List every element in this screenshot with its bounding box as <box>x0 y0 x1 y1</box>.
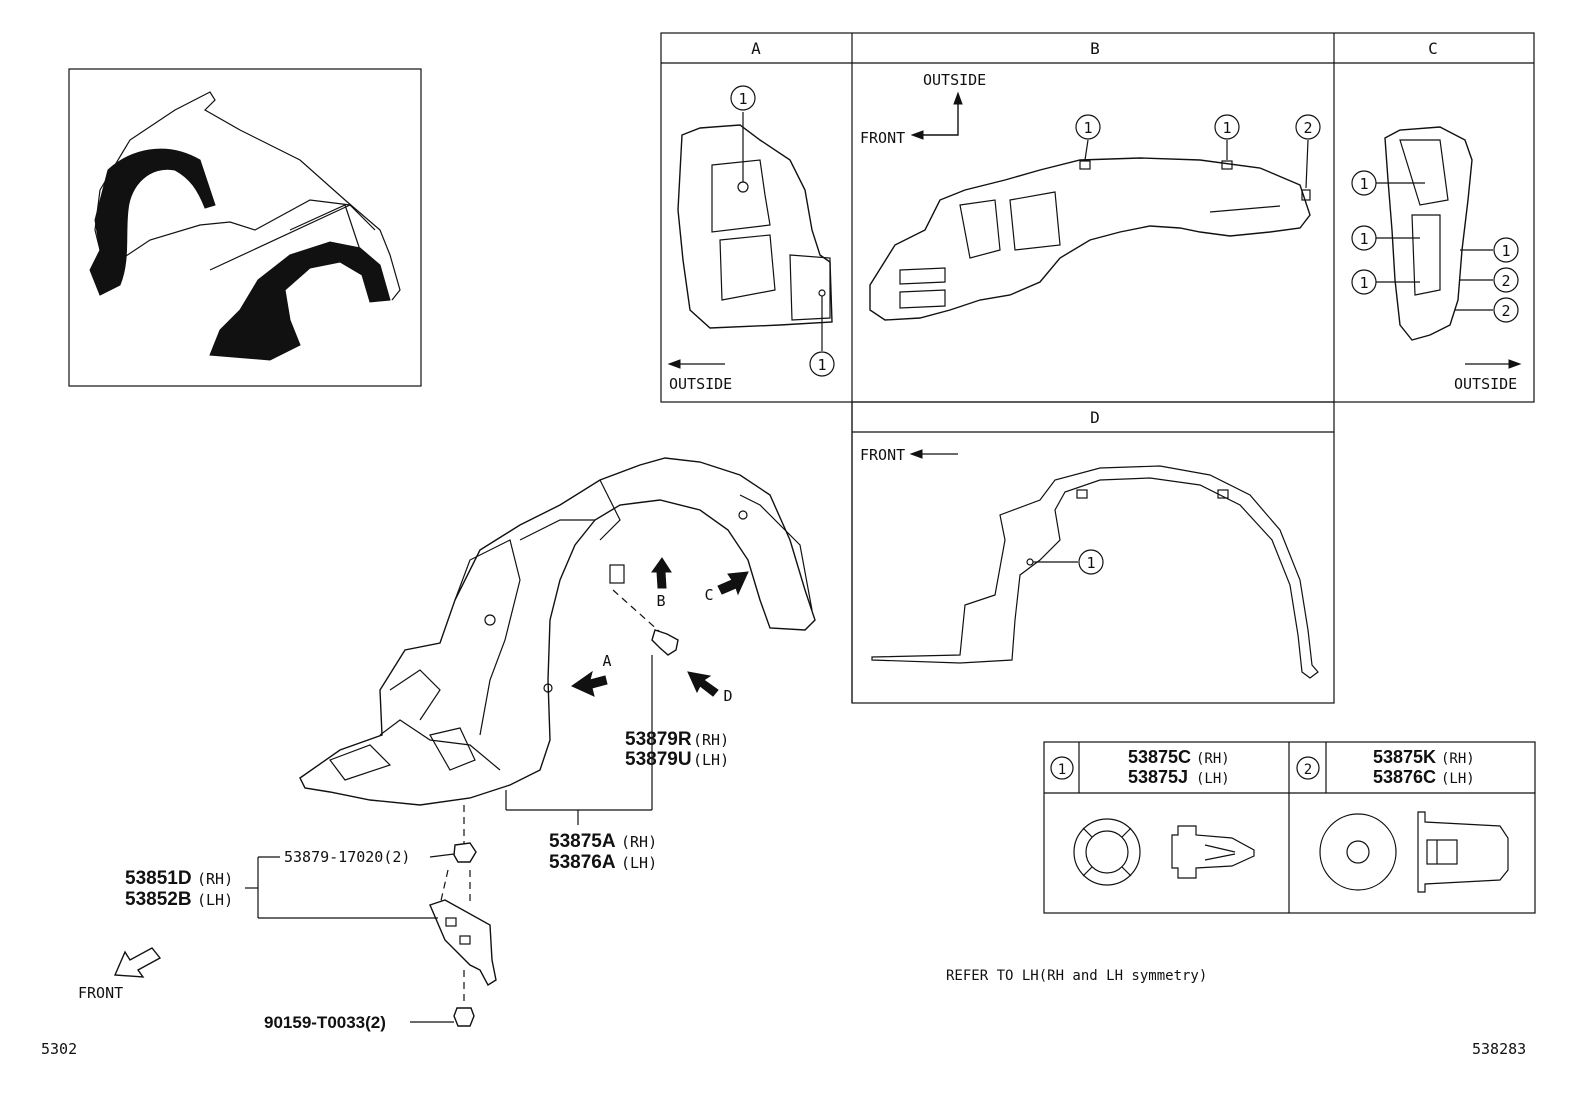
panel-b-outside-label: OUTSIDE <box>923 71 986 89</box>
fender-liner-body <box>299 457 816 806</box>
liner-rh-suffix: (RH) <box>621 833 657 851</box>
clip1-rh-suffix: (RH) <box>1196 751 1230 767</box>
clip2-rh-suffix: (RH) <box>1441 751 1475 767</box>
panel-a-outside-label: OUTSIDE <box>669 375 732 393</box>
panel-b-callout-mid <box>1214 114 1240 140</box>
seal-rh-part-number: 53879R <box>625 729 692 750</box>
view-arrow-a-label: A <box>602 652 611 670</box>
front-direction-label: FRONT <box>78 984 123 1002</box>
detail-panels-frame <box>660 32 1535 704</box>
screw-part-number: 90159-T0033(2) <box>264 1013 386 1032</box>
view-arrow-c <box>717 571 749 596</box>
panel-a-view <box>667 85 835 377</box>
bracket-lh-part-number: 53852B <box>125 889 192 910</box>
panel-b-label: B <box>1090 39 1100 58</box>
rear-liner-silhouette <box>209 241 391 361</box>
callout-2: 2 <box>1303 119 1312 137</box>
view-arrows <box>570 557 749 697</box>
callout-2: 2 <box>1304 762 1312 778</box>
panel-b-front-label: FRONT <box>860 129 905 147</box>
view-arrow-d-label: D <box>723 687 732 705</box>
clip-1-illustration <box>1073 818 1255 886</box>
callout-1: 1 <box>1359 274 1368 292</box>
liner-lh-part-number: 53876A <box>549 852 616 873</box>
clip1-rh-part-number: 53875C <box>1128 747 1191 767</box>
callout-1: 1 <box>738 90 747 108</box>
callout-1: 1 <box>1083 119 1092 137</box>
callout-1: 1 <box>1359 230 1368 248</box>
clip1-lh-suffix: (LH) <box>1196 771 1230 787</box>
screw <box>453 1007 475 1027</box>
panel-d-label: D <box>1090 408 1100 427</box>
view-arrow-b <box>651 557 672 589</box>
panel-b-callout-left <box>1075 114 1101 140</box>
page-id-left: 5302 <box>41 1040 77 1058</box>
callout-1: 1 <box>1359 175 1368 193</box>
clip-nut <box>453 842 477 863</box>
panel-c-view <box>1351 126 1522 369</box>
callout-1: 1 <box>1058 762 1066 778</box>
fastener-table <box>1043 741 1536 914</box>
panel-d-callout <box>1078 549 1104 575</box>
panel-d-view <box>871 449 1319 679</box>
panel-b-liner <box>869 157 1311 321</box>
panel-c-outside-label: OUTSIDE <box>1454 375 1517 393</box>
vehicle-overview-inset <box>68 68 422 387</box>
bracket-assembly <box>245 805 497 1027</box>
front-liner-silhouette <box>89 148 216 296</box>
bracket-lh-suffix: (LH) <box>197 891 233 909</box>
page-id-right: 538283 <box>1472 1040 1526 1058</box>
callout-1: 1 <box>1086 554 1095 572</box>
clip1-lh-part-number: 53875J <box>1128 767 1188 787</box>
panel-a-label: A <box>751 39 761 58</box>
seal-lh-suffix: (LH) <box>693 751 729 769</box>
bracket-rh-part-number: 53851D <box>125 868 192 889</box>
bracket <box>429 899 497 986</box>
panel-b-callout-right <box>1295 114 1321 140</box>
clip2-lh-suffix: (LH) <box>1441 771 1475 787</box>
symmetry-note: REFER TO LH(RH and LH symmetry) <box>946 968 1207 984</box>
panel-b-view <box>869 91 1321 321</box>
callout-1: 1 <box>1501 242 1510 260</box>
callout-1: 1 <box>817 356 826 374</box>
seal-lh-part-number: 53879U <box>625 749 692 770</box>
panel-a-callout-top <box>730 85 756 111</box>
callout-1: 1 <box>1222 119 1231 137</box>
clip-part-number: 53879-17020(2) <box>284 848 410 866</box>
view-arrow-a <box>570 670 608 697</box>
panel-d-liner <box>871 465 1319 679</box>
panel-c-liner <box>1384 126 1473 341</box>
panel-d-front-label: FRONT <box>860 446 905 464</box>
bracket-rh-suffix: (RH) <box>197 870 233 888</box>
view-arrow-b-label: B <box>656 592 665 610</box>
callout-2: 2 <box>1501 272 1510 290</box>
clip2-rh-part-number: 53875K <box>1373 747 1436 767</box>
panel-b-direction-arrows <box>922 95 959 136</box>
main-fender-liner <box>299 457 816 825</box>
front-direction-arrow <box>113 947 162 978</box>
seal-clip <box>651 629 679 656</box>
clip-2-illustration <box>1319 811 1509 893</box>
liner-rh-part-number: 53875A <box>549 831 616 852</box>
panel-a-callout-bottom <box>809 351 835 377</box>
panel-c-label: C <box>1428 39 1438 58</box>
liner-lh-suffix: (LH) <box>621 854 657 872</box>
callout-2: 2 <box>1501 302 1510 320</box>
view-arrow-d <box>687 671 719 697</box>
clip2-lh-part-number: 53876C <box>1373 767 1436 787</box>
view-arrow-c-label: C <box>704 586 713 604</box>
seal-rh-suffix: (RH) <box>693 731 729 749</box>
